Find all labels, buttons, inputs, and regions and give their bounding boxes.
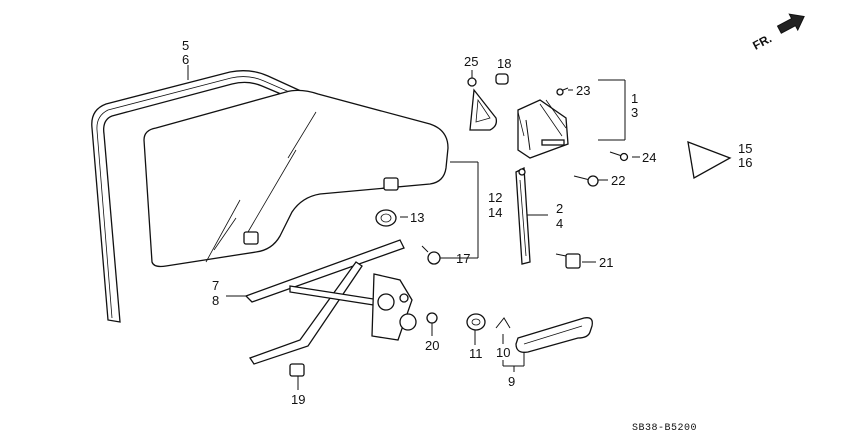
grommet-18: [495, 73, 509, 85]
window-handle: [515, 317, 593, 353]
bolt-21: [555, 253, 581, 269]
callout-4: 4: [556, 216, 563, 231]
rear-channel: [515, 166, 531, 265]
callout-3: 3: [631, 105, 638, 120]
regulator-bolt-20: [399, 312, 438, 331]
leader-lines: [187, 65, 640, 390]
front-arrow-icon: [776, 13, 805, 34]
direction-label: FR.: [750, 31, 774, 52]
front-direction-indicator: FR.: [750, 13, 805, 53]
clip-10: [495, 317, 511, 329]
callout-17: 17: [456, 251, 470, 266]
callout-12: 12: [488, 190, 502, 205]
callout-14: 14: [488, 205, 502, 220]
callout-20: 20: [425, 338, 439, 353]
callout-15: 15: [738, 141, 752, 156]
callout-11: 11: [469, 346, 483, 361]
callout-10: 10: [496, 345, 510, 360]
callout-18: 18: [497, 56, 511, 71]
callout-7: 7: [212, 278, 219, 293]
bolt-17: [421, 245, 441, 265]
callout-13: 13: [410, 210, 424, 225]
callout-1: 1: [631, 91, 638, 106]
callout-23: 23: [576, 83, 590, 98]
callout-25: 25: [464, 54, 478, 69]
screw-23: [556, 87, 569, 96]
callout-9: 9: [508, 374, 515, 389]
callout-numbers: 5 6 25 18 23 1 3 15 16 24 22 12 14 13 2 …: [182, 38, 752, 407]
bolt-24: [609, 151, 629, 162]
callout-5: 5: [182, 38, 189, 53]
washer-11: [466, 313, 486, 331]
callout-6: 6: [182, 52, 189, 67]
callout-24: 24: [642, 150, 656, 165]
rear-channel-assembly: [517, 99, 569, 159]
bolt-19: [289, 363, 305, 377]
corner-bracket: [467, 70, 498, 131]
callout-8: 8: [212, 293, 219, 308]
door-glass: [143, 89, 449, 268]
diagram-code: SB38-B5200: [632, 423, 697, 434]
callout-22: 22: [611, 173, 625, 188]
callout-2: 2: [556, 201, 563, 216]
window-regulator: [244, 239, 413, 365]
corner-garnish: [687, 140, 732, 180]
callout-16: 16: [738, 155, 752, 170]
bolt-22: [573, 175, 599, 187]
cushion-13: [375, 209, 397, 227]
callout-19: 19: [291, 392, 305, 407]
callout-21: 21: [599, 255, 613, 270]
